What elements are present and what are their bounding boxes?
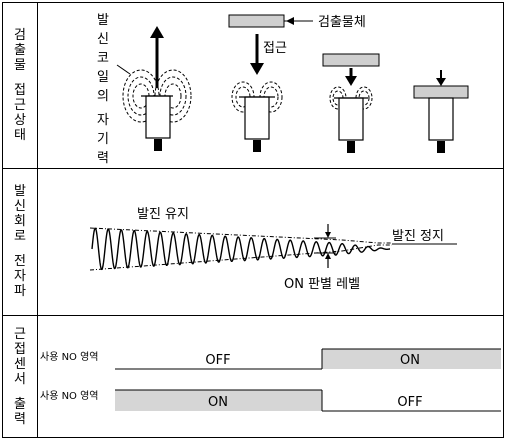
output-on-region <box>115 390 322 411</box>
sensor-output-char: 접 <box>14 342 26 357</box>
sensor-output-char: 센 <box>14 357 26 372</box>
sensor-output-char: 력 <box>14 412 26 427</box>
coil-label-char: 자 <box>97 113 109 128</box>
threshold-label: ON 판별 레벨 <box>284 277 360 292</box>
output-row-label: 사용 NO 영역 <box>40 351 99 363</box>
coil-label-char: 의 <box>97 89 109 104</box>
arrow-head-icon <box>325 253 331 259</box>
output-off-label: OFF <box>397 395 422 410</box>
arrow-head-icon <box>250 63 264 75</box>
sensor-body <box>428 97 454 141</box>
pointer-arrow-icon <box>286 17 294 25</box>
approach-state-char: 상 <box>14 113 26 128</box>
oscillation-maintain-label: 발진 유지 <box>137 207 189 222</box>
label-column-divider <box>37 3 38 437</box>
sensor-stage-2: 검출물체 접근 <box>228 14 366 152</box>
sensor-output-char: 근 <box>14 327 26 342</box>
sensor-stage-1 <box>122 26 192 151</box>
coil-label-char: 력 <box>97 151 109 166</box>
output-row-1: 사용 NO 영역 OFF ON <box>40 348 501 370</box>
lower-envelope <box>89 244 392 271</box>
sensor-cable <box>437 141 445 153</box>
sensor-stage-4 <box>413 70 469 153</box>
oscillation-stop-label: 발진 정지 <box>392 229 444 244</box>
coil-label-char: 발 <box>97 13 109 28</box>
output-on-label: ON <box>208 395 228 410</box>
approach-state-char: 태 <box>14 128 26 143</box>
coil-label-char: 코 <box>97 51 109 66</box>
output-on-label: ON <box>400 353 420 368</box>
target-object <box>322 53 380 67</box>
sensor-cable <box>347 141 355 153</box>
upper-envelope <box>89 227 392 244</box>
arrow-head-icon <box>325 232 331 238</box>
coil-label-char: 기 <box>97 132 109 147</box>
target-object-label: 검출물체 <box>318 15 366 30</box>
oscillation-wave-char: 발 <box>14 184 26 199</box>
output-off-label: OFF <box>205 353 230 368</box>
sensor-body <box>244 96 270 140</box>
row-divider-2 <box>3 315 503 316</box>
output-row-label: 사용 NO 영역 <box>40 390 99 402</box>
row-divider-1 <box>3 168 503 169</box>
arrow-head-icon <box>436 78 446 86</box>
sensor-body <box>145 95 171 139</box>
approach-state-char: 출 <box>14 43 26 58</box>
sensor-body <box>338 97 364 141</box>
oscillation-wave-char: 로 <box>14 229 26 244</box>
sensor-output-char: 서 <box>14 372 26 387</box>
oscillation-wave-char: 신 <box>14 199 26 214</box>
sensor-cable <box>154 139 162 151</box>
approach-state-char: 근 <box>14 98 26 113</box>
approach-state-char: 접 <box>14 83 26 98</box>
oscillation-wave-char: 전 <box>14 254 26 269</box>
arrow-head-icon <box>150 26 164 38</box>
oscillation-wave-char: 회 <box>14 214 26 229</box>
approach-state-char: 검 <box>14 28 26 43</box>
approach-state-char: 물 <box>14 58 26 73</box>
oscillation-wave-char: 자 <box>14 269 26 284</box>
oscillation-wave-char: 파 <box>14 284 26 299</box>
arrow-head-icon <box>345 76 357 86</box>
output-row-2: 사용 NO 영역 ON OFF <box>40 389 501 412</box>
coil-label-char: 일 <box>97 70 109 85</box>
coil-label-pointer <box>116 64 131 75</box>
sensor-output-char: 출 <box>14 397 26 412</box>
target-object <box>228 14 285 28</box>
sensor-cable <box>253 140 261 152</box>
approach-label: 접근 <box>263 41 287 56</box>
oscillation-waveform <box>91 227 390 271</box>
sensor-stage-3 <box>322 53 380 153</box>
output-on-region <box>322 349 501 369</box>
coil-label-char: 신 <box>97 32 109 47</box>
coil-field-label: 발 신 코 일 의 자 기 력 <box>97 13 109 166</box>
target-object <box>413 85 469 99</box>
